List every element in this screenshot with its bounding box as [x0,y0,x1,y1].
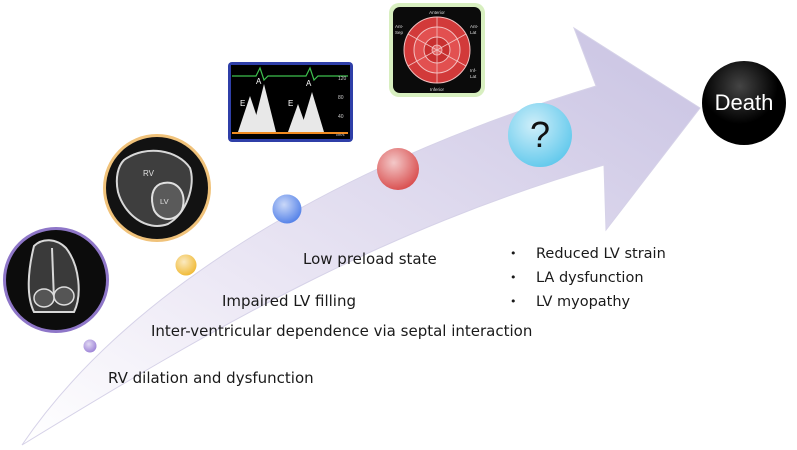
doppler-peak-label-2: A [256,77,262,86]
doppler-peak-label-4: A [306,79,312,88]
stage-label-rv-dilation: RV dilation and dysfunction [108,369,314,387]
lv-label: LV [160,197,169,206]
bullet-item: LV myopathy [510,292,666,316]
bullseye-right-bottom-label-1: Inf- [470,68,477,73]
thumbnail-doppler: E A E A 120 80 40 cm/s [228,62,353,142]
stage-dot-red [377,148,419,190]
bullseye-top-label: Anterior [429,10,445,15]
doppler-peak-label-3: E [288,99,293,108]
bullet-item: Reduced LV strain [510,244,666,268]
doppler-scale-40: 40 [338,114,344,120]
unknown-marker-symbol: ? [529,114,551,155]
thumbnail-short-axis: RV LV [103,134,211,242]
thumbnail-four-chamber [3,227,109,333]
bullet-item-text: LV myopathy [536,294,631,310]
death-circle [702,61,786,145]
rv-label: RV [143,169,155,178]
bullet-item: LA dysfunction [510,268,666,292]
bullseye-right-label-2: Lat [470,30,477,35]
doppler-scale-unit: cm/s [336,132,344,137]
thumbnail-bullseye: Anterior Inferior Ant- Sep Ant- Lat Inf-… [389,3,485,97]
stage-label-low-preload: Low preload state [303,250,437,268]
bullet-item-text: Reduced LV strain [536,246,666,262]
doppler-peak-label-1: E [240,99,245,108]
stage-dot-rv [83,339,97,353]
bullet-item-text: LA dysfunction [536,270,644,286]
mechanism-bullet-list: Reduced LV strain LA dysfunction LV myop… [510,244,666,316]
doppler-scale-120: 120 [338,76,347,82]
bullseye-left-label-1: Ant- [395,24,404,29]
outcome-death-label: Death [714,90,774,115]
bullseye-right-label-1: Ant- [470,24,479,29]
stage-label-interventricular: Inter-ventricular dependence via septal … [151,322,533,340]
stage-dot-preload [272,194,302,224]
bullseye-bottom-label: Inferior [430,87,445,92]
bullseye-left-label-2: Sep [395,30,404,35]
stage-label-impaired-filling: Impaired LV filling [222,292,356,310]
unknown-marker-circle [508,103,572,167]
doppler-scale-80: 80 [338,95,344,101]
bullseye-right-bottom-label-2: Lat [470,74,477,79]
stage-dot-filling [175,254,197,276]
